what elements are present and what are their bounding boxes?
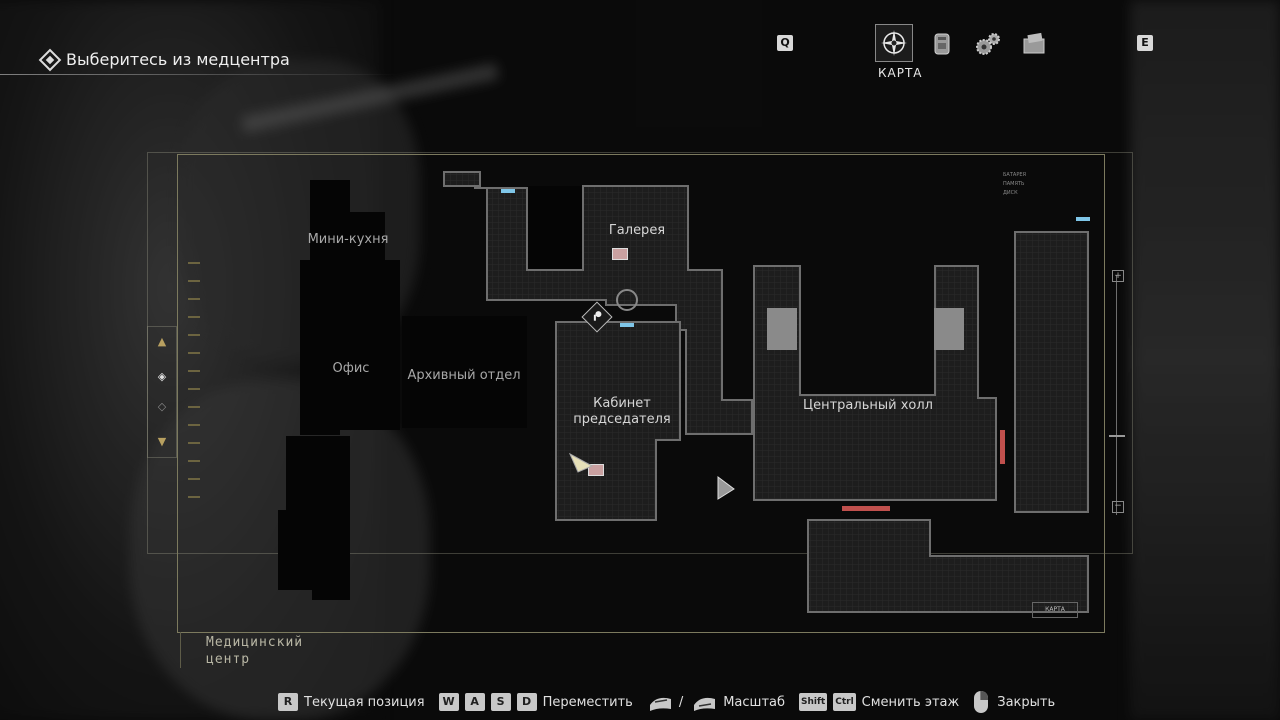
key-a[interactable]: A: [464, 693, 485, 711]
key-s[interactable]: S: [490, 693, 511, 711]
key-shift[interactable]: Shift: [799, 693, 828, 711]
tab-map[interactable]: [875, 24, 913, 62]
room-label-gallery: Галерея: [608, 223, 666, 238]
mouse-wheel-down-icon: [694, 697, 716, 711]
cursor-icon: [717, 476, 735, 500]
prompt-current-position: Текущая позиция: [304, 694, 425, 710]
map-corner-button[interactable]: КАРТА: [1032, 602, 1078, 618]
zoom-track: [1116, 275, 1117, 515]
floor-other-icon[interactable]: ◇: [157, 400, 167, 413]
key-w[interactable]: W: [438, 693, 459, 711]
compass-icon: [881, 30, 907, 56]
gears-icon: [976, 33, 1000, 55]
key-ctrl[interactable]: Ctrl: [833, 693, 856, 711]
floor-down-icon[interactable]: ▼: [157, 435, 167, 448]
floor-selector: ▲ ◈ ◇ ▼: [147, 326, 177, 458]
room-label-office: Офис: [332, 361, 370, 376]
status-disk: ДИСК: [1003, 190, 1018, 196]
status-panel: БАТАРЕЯ ПАМЯТЬ ДИСК: [1003, 172, 1089, 206]
stairs: [767, 308, 964, 350]
key-d[interactable]: D: [516, 693, 537, 711]
map-scale-ticks: [188, 262, 200, 512]
tab-files[interactable]: [1012, 22, 1056, 66]
objective-text: Выберитесь из медцентра: [66, 50, 290, 69]
prompt-move: Переместить: [542, 694, 633, 710]
mouse-right-click-icon: [974, 691, 989, 713]
room-label-chairman-office: Кабинет председателя: [562, 396, 682, 428]
mouse-wheel-up-icon: [649, 697, 671, 711]
room-label-kitchenette: Мини-кухня: [307, 232, 389, 247]
floor-up-icon[interactable]: ▲: [157, 335, 167, 348]
objective-underline: [0, 74, 400, 75]
unexplored-rooms: [278, 180, 583, 600]
map-viewport[interactable]: [177, 154, 1105, 633]
room-label-central-hall: Центральный холл: [803, 398, 933, 413]
map-outer-frame: [147, 152, 1133, 554]
location-frame: [180, 632, 341, 668]
next-tab-key[interactable]: E: [1137, 35, 1153, 51]
room-label-chairman-office-line2: председателя: [573, 412, 671, 427]
doors: [501, 189, 1090, 511]
tab-inventory[interactable]: [920, 22, 964, 66]
location-line2: центр: [206, 652, 251, 667]
location-line1: Медицинский: [206, 635, 304, 650]
control-prompts: R Текущая позиция W A S D Переместить / …: [278, 691, 1069, 713]
gallery-center-icon: [616, 289, 638, 311]
item-marker-icon[interactable]: [612, 248, 628, 260]
key-current-position[interactable]: R: [278, 693, 298, 711]
zoom-slider[interactable]: + −: [1104, 225, 1130, 555]
tab-map-label: КАРТА: [878, 66, 923, 80]
prompt-change-floor: Сменить этаж: [861, 694, 960, 710]
room-label-archive: Архивный отдел: [407, 368, 521, 383]
prompt-zoom: Масштаб: [723, 694, 786, 710]
zoom-thumb[interactable]: [1109, 435, 1125, 437]
player-position-icon: [568, 452, 594, 473]
objective: Выберитесь из медцентра: [38, 48, 290, 71]
prompt-close: Закрыть: [997, 694, 1056, 710]
room-label-chairman-office-line1: Кабинет: [593, 396, 651, 411]
status-memory: ПАМЯТЬ: [1003, 181, 1025, 187]
status-battery: БАТАРЕЯ: [1003, 172, 1026, 178]
prev-tab-key[interactable]: Q: [777, 35, 793, 51]
prompt-zoom-separator: /: [678, 694, 684, 710]
item-marker-icon[interactable]: [588, 464, 604, 476]
files-icon: [1023, 32, 1045, 54]
zoom-in-icon[interactable]: +: [1112, 270, 1124, 282]
zoom-out-icon[interactable]: −: [1112, 501, 1124, 513]
tab-crafting[interactable]: [966, 22, 1010, 66]
location-name: Медицинский центр: [206, 634, 303, 668]
inventory-icon: [934, 33, 950, 55]
floor-current-icon[interactable]: ◈: [157, 370, 167, 383]
